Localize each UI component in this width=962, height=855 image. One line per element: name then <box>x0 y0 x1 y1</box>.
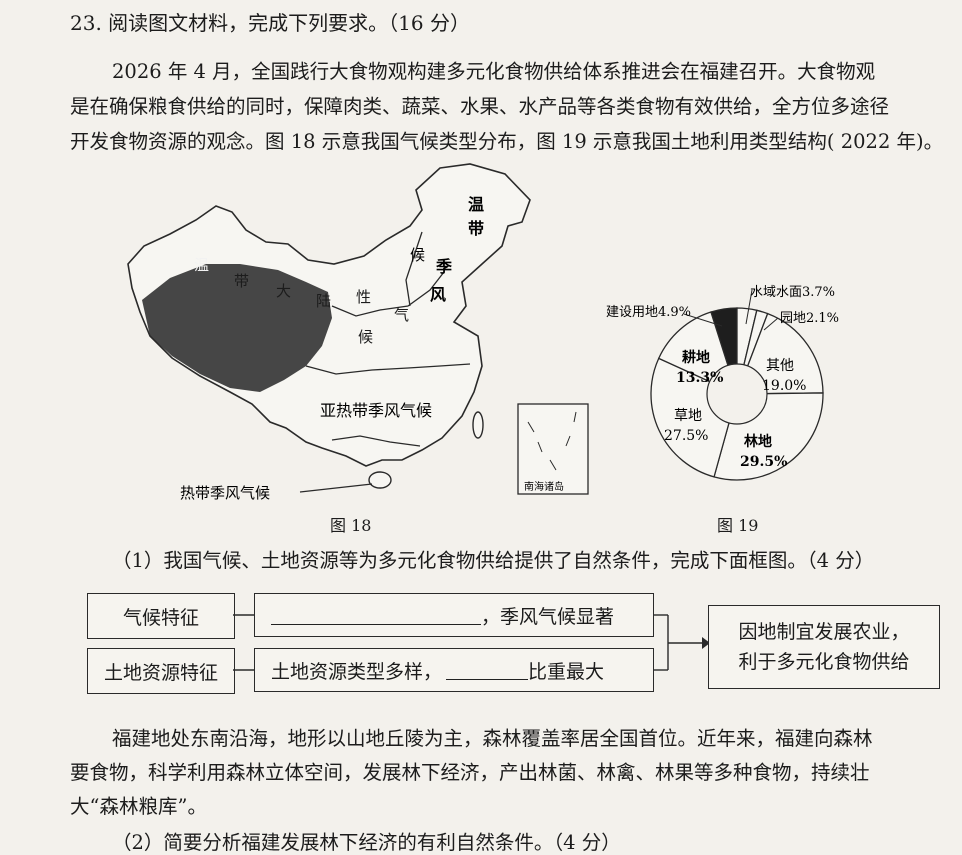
label-arable-name: 耕地 <box>682 349 710 366</box>
label-tc-2: 带 <box>234 272 249 290</box>
intro-line-2: 是在确保粮食供给的同时，保障肉类、蔬菜、水果、水产品等各类食物有效供给，全方位多… <box>70 95 890 118</box>
label-water: 水域水面3.7% <box>750 285 835 300</box>
land-blank[interactable] <box>446 661 529 680</box>
land-text-a: 土地资源类型多样， <box>271 660 443 683</box>
label-tc-3: 大 <box>276 282 291 300</box>
tropical-leader <box>299 483 373 493</box>
climate-label-box: 气候特征 <box>87 593 235 639</box>
land-text-b: 比重最大 <box>528 660 605 683</box>
result-box: 因地制宜发展农业， 利于多元化食物供给 <box>708 605 940 689</box>
label-other-value: 19.0% <box>762 378 806 394</box>
sub1-text: （1）我国气候、土地资源等为多元化食物供给提供了自然条件，完成下面框图。（4 分… <box>112 549 875 572</box>
boundary-line <box>331 271 445 317</box>
climate-answer-box: ，季风气候显著 <box>254 593 654 637</box>
label-arable-value: 13.3% <box>676 370 723 386</box>
climate-label: 气候特征 <box>122 606 199 629</box>
land-use-pie: 建设用地4.9% 水域水面3.7% 园地2.1% 其他 19.0% 林地 29.… <box>606 285 839 481</box>
question-title-text: 阅读图文材料，完成下列要求。（16 分） <box>108 11 470 35</box>
land-label: 土地资源特征 <box>103 661 218 684</box>
inset-frame <box>517 403 589 495</box>
intro-line-3: 开发食物资源的观念。图 18 示意我国气候类型分布，图 19 示意我国土地利用类… <box>70 130 944 153</box>
flow-arrow <box>654 614 710 671</box>
label-subtropical: 亚热带季风气候 <box>320 401 432 420</box>
label-construction: 建设用地4.9% <box>606 305 691 320</box>
fujian-line-3: 大“森林粮库”。 <box>70 795 207 818</box>
question-title: 23. 阅读图文材料，完成下列要求。（16 分） <box>70 8 470 39</box>
label-tc-1: 温 <box>194 256 209 274</box>
inset-label: 南海诸岛 <box>524 480 564 493</box>
label-grass-name: 草地 <box>674 408 702 424</box>
label-tm-3: 季 <box>435 257 453 276</box>
label-tc-4: 陆 <box>316 292 331 310</box>
boundary-line <box>405 231 423 307</box>
boundary-line <box>305 363 471 375</box>
label-tc-6: 气 <box>394 306 409 324</box>
label-forest-name: 林地 <box>744 433 772 450</box>
leader-construction <box>683 313 723 327</box>
fujian-line-2: 要食物，科学利用森林立体空间，发展林下经济，产出林菌、林禽、林果等多种食物，持续… <box>70 761 870 784</box>
result-line-1: 因地制宜发展农业， <box>738 621 910 643</box>
label-tm-5: 候 <box>410 246 425 264</box>
climate-map: 温 带 大 陆 性 气 候 温 带 季 风 候 亚热带季风气候 热带季风气候 南… <box>127 163 589 502</box>
fujian-line-1: 福建地处东南沿海，地形以山地丘陵为主，森林覆盖率居全国首位。近年来，福建向森林 <box>112 727 873 750</box>
label-tm-4: 风 <box>430 285 446 304</box>
label-garden: 园地2.1% <box>780 311 839 326</box>
leader-water <box>745 289 753 325</box>
plateau-region <box>142 264 332 392</box>
hainan-island <box>368 471 392 489</box>
pie-hole <box>706 363 768 425</box>
climate-text: ，季风气候显著 <box>481 605 615 628</box>
pie-caption: 图 19 <box>717 516 759 535</box>
boundary-line <box>331 435 421 447</box>
question-number: 23. <box>70 11 102 35</box>
label-tc-7: 候 <box>358 328 373 346</box>
leader-garden <box>763 317 779 331</box>
intro-line-1: 2026 年 4 月，全国践行大食物观构建多元化食物供给体系推进会在福建召开。大… <box>112 60 876 83</box>
result-line-2: 利于多元化食物供给 <box>738 651 910 673</box>
land-answer-box: 土地资源类型多样， 比重最大 <box>254 648 654 692</box>
label-tm-2: 带 <box>468 219 484 238</box>
label-forest-value: 29.5% <box>740 454 787 470</box>
label-other-name: 其他 <box>766 358 794 374</box>
climate-blank[interactable] <box>271 606 481 625</box>
left-connectors <box>233 614 254 671</box>
label-tropical: 热带季风气候 <box>180 484 270 502</box>
taiwan-island <box>472 411 484 439</box>
land-label-box: 土地资源特征 <box>87 648 235 694</box>
sub2-text: （2）简要分析福建发展林下经济的有利自然条件。（4 分） <box>112 831 621 854</box>
label-grass-value: 27.5% <box>664 428 708 444</box>
map-caption: 图 18 <box>330 516 372 535</box>
label-tc-5: 性 <box>356 288 371 306</box>
inset-dashes <box>527 411 577 471</box>
label-tm-1: 温 <box>467 195 484 214</box>
